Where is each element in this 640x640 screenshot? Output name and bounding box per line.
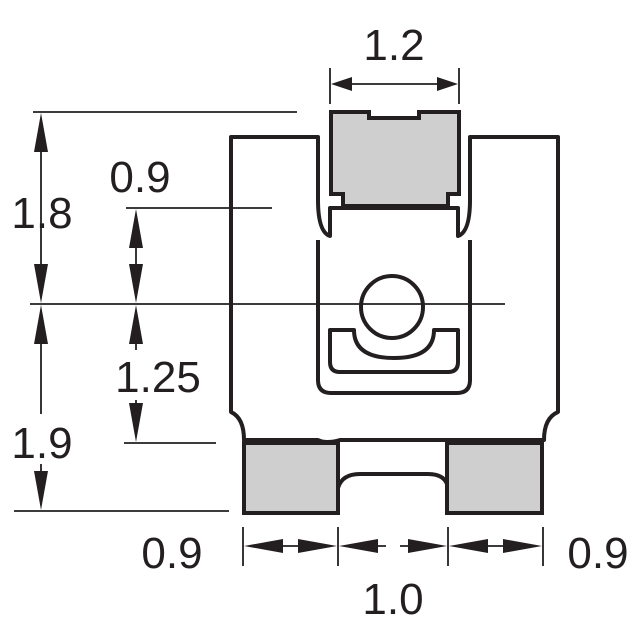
dim-label-right-pad-width: 0.9 [567,529,628,578]
center-hole [359,274,425,340]
arrow-left-icon [449,539,488,553]
arrow-right-icon [298,539,337,553]
dim-pad-gap: 1.0 [339,539,447,624]
dim-center-to-pads: 1.25 [115,305,201,442]
component-body-outline [229,135,560,444]
arrow-left-icon [244,539,283,553]
arrow-right-icon [437,77,458,91]
dim-label-tab-to-center: 0.9 [109,153,170,202]
dim-label-pad-gap: 1.0 [362,575,423,624]
arrow-right-icon [408,539,447,553]
dim-label-upper-height: 1.8 [11,189,72,238]
dim-tab-to-center: 0.9 [109,153,171,303]
bottom-notch [336,472,450,505]
arrow-right-icon [503,539,542,553]
arrow-down-icon [34,471,48,510]
arrow-up-icon [129,305,143,344]
dim-label-lower-height: 1.9 [11,419,72,468]
dim-right-pad-width: 0.9 [449,529,629,578]
bottom-right-pad [445,441,544,515]
arrow-down-icon [129,264,143,303]
dim-left-pad-width: 0.9 [141,529,337,578]
arrow-up-icon [129,209,143,248]
dim-label-top-tab-width: 1.2 [363,21,424,70]
inner-cavity [316,240,472,395]
arrow-left-icon [339,539,378,553]
arrow-up-icon [34,305,48,344]
arrow-up-icon [34,113,48,152]
arrow-down-icon [129,403,143,442]
arrow-left-icon [331,77,352,91]
bottom-left-pad [242,441,340,515]
inner-pocket-curve [328,328,460,374]
dim-top-tab-width: 1.2 [329,21,460,104]
dim-label-left-pad-width: 0.9 [141,529,202,578]
arrow-down-icon [34,264,48,303]
dim-upper-height: 1.8 [11,113,73,303]
dim-label-center-to-pads: 1.25 [115,353,201,402]
dim-lower-height: 1.9 [11,305,73,510]
top-tab-pad [329,110,461,208]
